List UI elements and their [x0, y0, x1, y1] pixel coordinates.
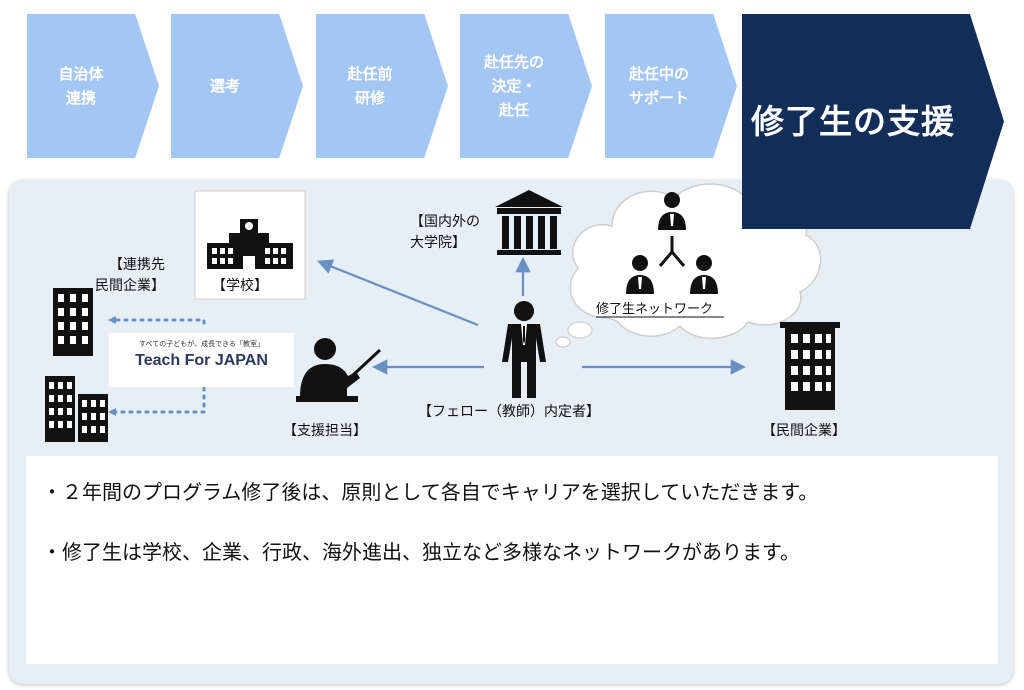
fellow-label: 【フェロー（教師）内定者】	[418, 404, 600, 420]
step-selection: 選考	[171, 14, 303, 158]
tfj-tagline: すべての子どもが、成長できる「教室」	[139, 340, 264, 348]
company-building-icon	[780, 322, 840, 410]
step-alumni-support: 修了生の支援	[742, 14, 1004, 229]
partner-dotted-connector	[110, 318, 206, 414]
note-career-choice: ・２年間のプログラム修了後は、原則として各自でキャリアを選択していただきます。	[42, 480, 819, 504]
support-staff-teacher-icon	[296, 338, 382, 402]
dotted-arrowhead-bottom	[108, 408, 116, 416]
network-people-icon	[626, 192, 718, 294]
notes-box: ・２年間のプログラム修了後は、原則として各自でキャリアを選択していただきます。 …	[26, 456, 998, 664]
teach-for-japan-logo: すべての子どもが、成長できる「教室」 Teach For JAPAN	[109, 333, 294, 387]
company-label: 【民間企業】	[762, 423, 846, 439]
note-alumni-network: ・修了生は学校、企業、行政、海外進出、独立など多様なネットワークがあります。	[42, 540, 800, 564]
support-staff-label: 【支援担当】	[283, 423, 367, 439]
dotted-arrowhead-top	[108, 316, 116, 324]
school-icon	[194, 190, 306, 300]
step-assignment: 赴任先の 決定・ 赴任	[460, 14, 592, 158]
partner-company-building-icon	[53, 288, 93, 356]
partner-companies-buildings-icon	[45, 376, 108, 442]
fellow-person-icon	[502, 301, 546, 398]
university-icon	[495, 190, 563, 255]
arrow-to-school	[317, 259, 479, 327]
step-municipal-partnership: 自治体 連携	[27, 14, 159, 158]
partner-company-label: 【連携先 民間企業】	[95, 257, 165, 294]
step-support-during: 赴任中の サポート	[605, 14, 737, 158]
step-pre-training: 赴任前 研修	[316, 14, 448, 158]
university-label: 【国内外の 大学院】	[410, 214, 480, 251]
tfj-name: Teach For JAPAN	[135, 352, 268, 369]
network-label: 修了生ネットワーク	[596, 302, 714, 317]
school-label: 【学校】	[212, 278, 268, 294]
